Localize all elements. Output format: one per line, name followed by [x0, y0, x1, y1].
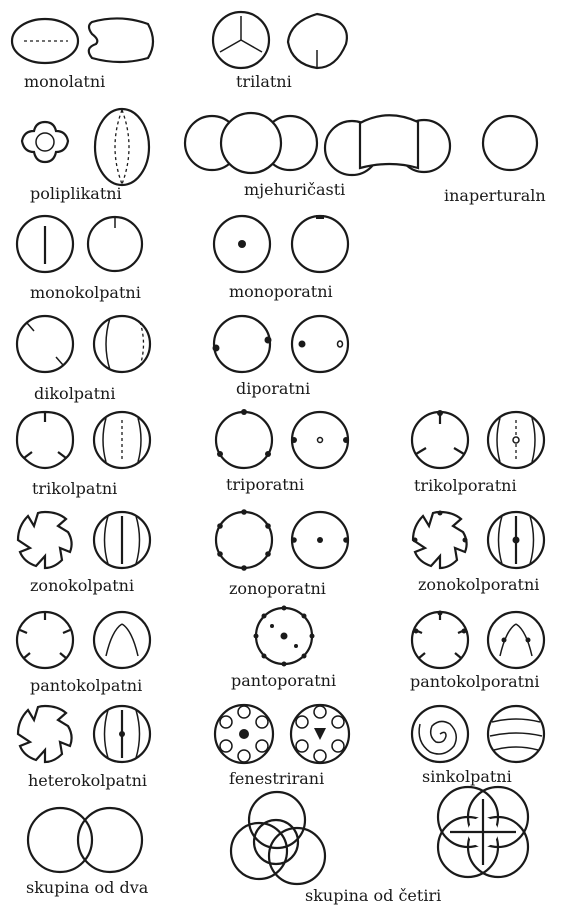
- pantokolpatni-figure: [17, 612, 150, 668]
- pantoporatni-label: pantoporatni: [231, 671, 336, 690]
- poliplikatni-figure: [22, 109, 149, 185]
- triporatni-figure: [216, 409, 349, 468]
- skupina-dva-figure: [28, 808, 142, 872]
- trikolpatni-label: trikolpatni: [32, 479, 117, 498]
- trikolpatni-figure: [17, 412, 150, 468]
- inaperturaln-label: inaperturaln: [444, 186, 546, 205]
- trilatni-figure: [213, 12, 347, 68]
- pantokolpatni-label: pantokolpatni: [30, 676, 142, 695]
- zonokolporatni-label: zonokolporatni: [418, 575, 539, 594]
- skupina-cetiri-tetragonal-figure: [438, 787, 528, 877]
- diporatni-figure: [213, 316, 349, 372]
- dikolpatni-label: dikolpatni: [34, 384, 115, 403]
- heterokolpatni-figure: [18, 706, 150, 762]
- zonoporatni-label: zonoporatni: [229, 579, 326, 598]
- fenestrirani-label: fenestrirani: [229, 769, 324, 788]
- mjehuricasti-label: mjehuričasti: [244, 180, 345, 199]
- skupina-cetiri-label: skupina od četiri: [305, 886, 441, 905]
- monoporatni-figure: [214, 215, 348, 272]
- dikolpatni-figure: [17, 316, 150, 372]
- trikolporatni-label: trikolporatni: [414, 476, 517, 495]
- pantokolporatni-figure: [412, 611, 544, 669]
- sinkolpatni-figure: [412, 706, 544, 762]
- monoporatni-label: monoporatni: [229, 282, 333, 301]
- trilatni-label: trilatni: [236, 72, 292, 91]
- skupina-dva-label: skupina od dva: [26, 878, 149, 897]
- poliplikatni-label: poliplikatni: [30, 184, 122, 203]
- heterokolpatni-label: heterokolpatni: [28, 771, 147, 790]
- zonokolpatni-label: zonokolpatni: [30, 576, 134, 595]
- trikolporatni-figure: [412, 410, 544, 468]
- triporatni-label: triporatni: [226, 475, 304, 494]
- mjehuricasti-figure: [185, 113, 450, 175]
- monolatni-label: monolatni: [24, 72, 105, 91]
- monokolpatni-label: monokolpatni: [30, 283, 141, 302]
- inaperturaln-figure: [483, 116, 537, 170]
- sinkolpatni-label: sinkolpatni: [422, 767, 512, 786]
- zonokolporatni-figure: [413, 511, 545, 569]
- zonoporatni-figure: [216, 509, 349, 571]
- pantokolporatni-label: pantokolporatni: [410, 672, 540, 691]
- pantoporatni-figure: [254, 606, 315, 667]
- fenestrirani-figure: [215, 705, 349, 763]
- diporatni-label: diporatni: [236, 379, 310, 398]
- monolatni-figure: [12, 18, 153, 63]
- monokolpatni-figure: [17, 216, 142, 272]
- zonokolpatni-figure: [18, 512, 150, 568]
- skupina-cetiri-tetrahedral-figure: [231, 792, 325, 884]
